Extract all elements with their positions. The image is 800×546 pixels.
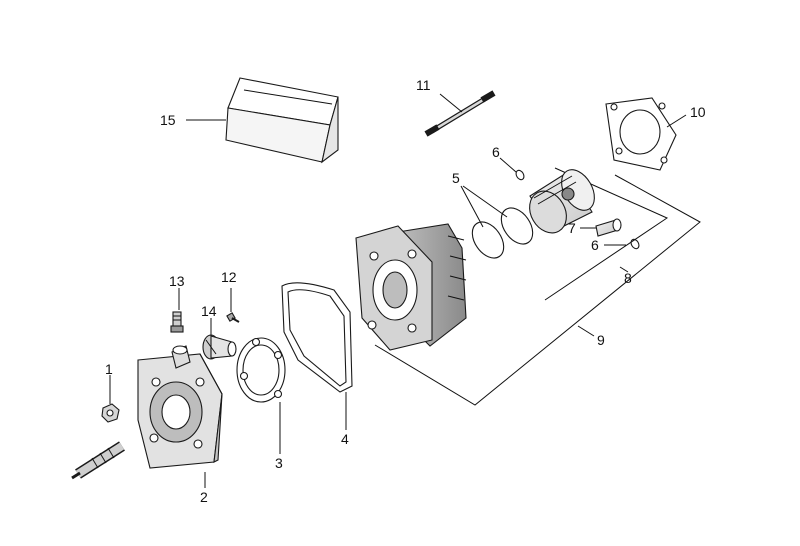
callout-7: 7: [568, 220, 576, 236]
part-12-screw: [226, 312, 240, 323]
callout-6-upper: 6: [492, 144, 500, 160]
part-2-cylinder-head: [137, 345, 223, 469]
callout-3: 3: [275, 455, 283, 471]
part-15-leaflet: [225, 77, 339, 164]
callout-14: 14: [201, 303, 217, 319]
callout-8: 8: [624, 270, 632, 286]
callout-15: 15: [160, 112, 176, 128]
callout-4: 4: [341, 431, 349, 447]
callout-9: 9: [597, 332, 605, 348]
kit-frame-8: [544, 167, 669, 301]
part-13-bleed-screw: [170, 311, 184, 333]
part-3-head-gasket: [236, 337, 286, 403]
part-10-base-gasket: [605, 97, 677, 171]
callout-6-lower: 6: [591, 237, 599, 253]
part-1-nut: [101, 403, 120, 423]
part-11-stud-bolt: [424, 90, 496, 137]
part-5-piston-rings: [471, 207, 534, 259]
callout-10: 10: [690, 104, 706, 120]
part-7-piston-pin: [595, 218, 622, 237]
part-14-sensor: [202, 334, 237, 360]
leader-lines: [109, 93, 687, 488]
callout-2: 2: [200, 489, 208, 505]
callout-13: 13: [169, 273, 185, 289]
callout-11: 11: [416, 77, 431, 93]
part-6-circlip-upper: [515, 169, 525, 181]
part-6-circlip-lower: [630, 238, 640, 250]
callout-1: 1: [105, 361, 113, 377]
kit-frame-9: [374, 174, 701, 406]
callout-12: 12: [221, 269, 237, 285]
callout-5: 5: [452, 170, 460, 186]
spark-plug: [71, 441, 125, 480]
piston: [529, 169, 595, 234]
part-4-cylinder-gasket: [281, 282, 353, 393]
cylinder: [355, 223, 467, 351]
